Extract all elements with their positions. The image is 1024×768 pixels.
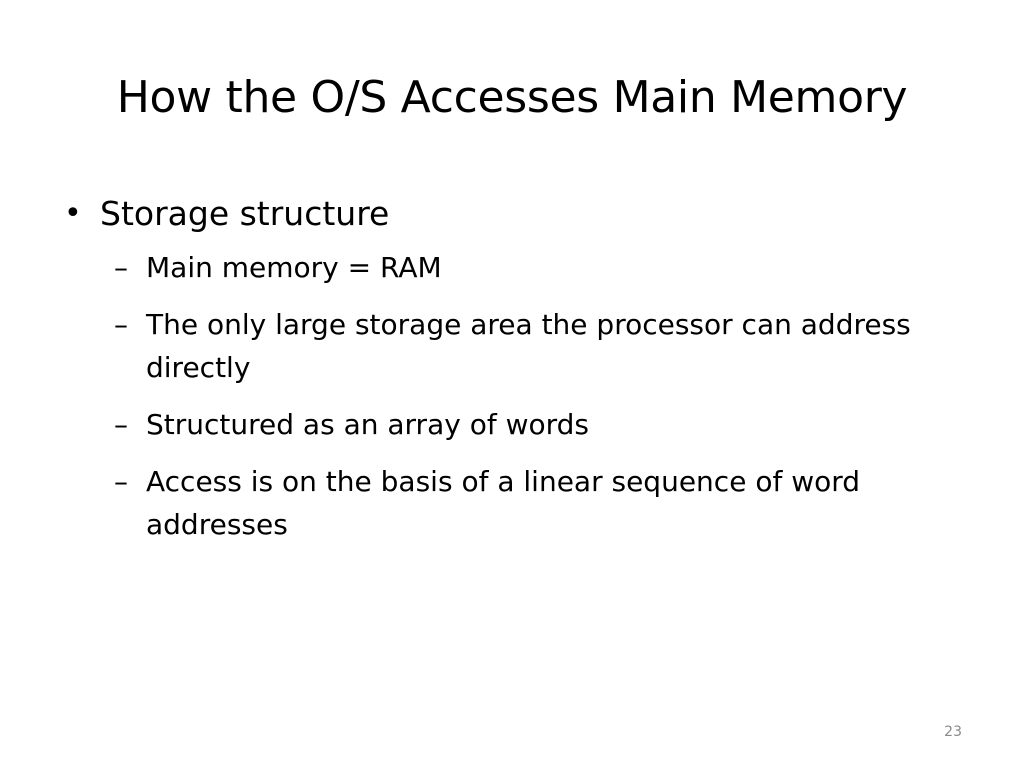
sub-item-text: Main memory = RAM <box>146 251 442 284</box>
dash-marker: – <box>114 251 128 284</box>
slide-number: 23 <box>944 724 962 740</box>
sub-item-text: Access is on the basis of a linear seque… <box>146 465 861 541</box>
dash-marker: – <box>114 308 128 341</box>
sub-list-container: – Main memory = RAM – The only large sto… <box>60 246 980 546</box>
bullet-marker: • <box>64 196 82 231</box>
bullet-text: Storage structure <box>100 194 390 233</box>
dash-marker: – <box>114 465 128 498</box>
sub-item-large-storage: – The only large storage area the proces… <box>60 303 980 389</box>
bullet-item-storage-structure: • Storage structure <box>60 188 980 240</box>
sub-item-text: The only large storage area the processo… <box>146 308 911 384</box>
dash-marker: – <box>114 408 128 441</box>
sub-item-linear-sequence: – Access is on the basis of a linear seq… <box>60 460 980 546</box>
slide-title: How the O/S Accesses Main Memory <box>116 72 908 123</box>
sub-item-main-memory: – Main memory = RAM <box>60 246 980 289</box>
sub-item-array-of-words: – Structured as an array of words <box>60 403 980 446</box>
sub-item-text: Structured as an array of words <box>146 408 589 441</box>
bullet-list: • Storage structure – Main memory = RAM … <box>60 188 980 560</box>
sub-bullet-list: – Main memory = RAM – The only large sto… <box>60 246 980 546</box>
